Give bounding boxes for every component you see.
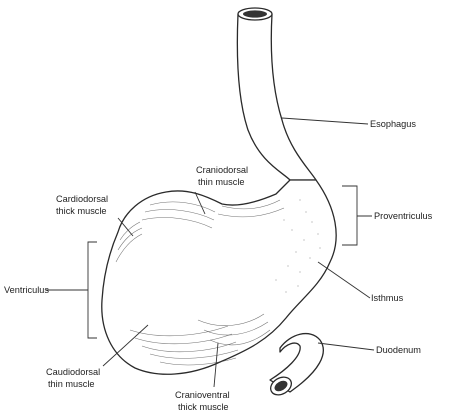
label-cardiodorsal-sub: thick muscle — [56, 206, 107, 216]
label-cardiodorsal: Cardiodorsal — [56, 194, 108, 204]
label-proventriculus: Proventriculus — [374, 211, 433, 221]
label-craniodorsal-sub: thin muscle — [198, 177, 244, 187]
label-ventriculus: Ventriculus — [4, 285, 49, 295]
esophagus-illustration — [237, 8, 316, 180]
label-cranioventral: Cranioventral — [175, 390, 230, 400]
label-caudiodorsal: Caudiodorsal — [46, 367, 100, 377]
label-craniodorsal: Craniodorsal — [196, 165, 248, 175]
label-isthmus: Isthmus — [371, 293, 404, 303]
label-cranioventral-sub: thick muscle — [178, 402, 229, 412]
label-caudiodorsal-sub: thin muscle — [48, 379, 94, 389]
label-duodenum: Duodenum — [376, 345, 421, 355]
label-esophagus: Esophagus — [370, 119, 416, 129]
duodenum-illustration — [267, 334, 323, 399]
